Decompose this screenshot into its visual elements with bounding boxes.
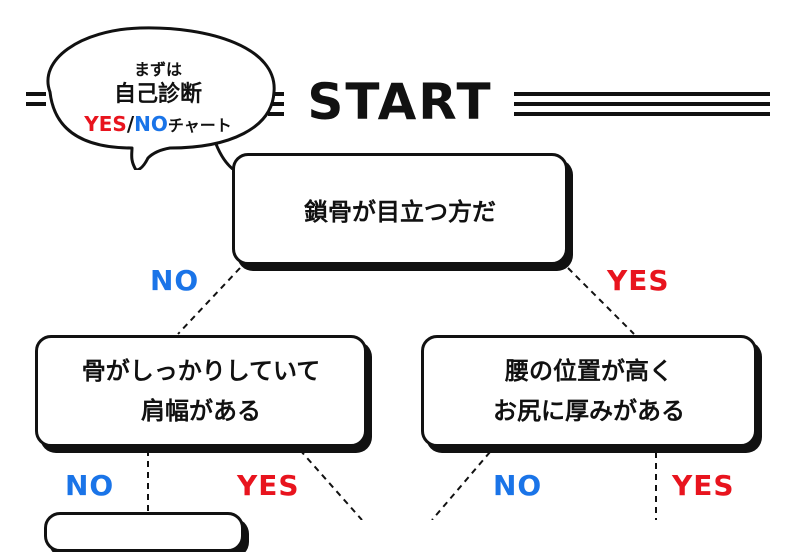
start-rule-right-3 [514,112,770,116]
badge-line-2: 自己診断 [113,82,202,107]
start-rule-right-1 [514,92,770,96]
start-rule-left-5 [26,102,46,106]
connector-q1-no [177,267,241,335]
question-3-line-1: 腰の位置が高く [505,357,673,385]
connector-q3-no [431,451,491,520]
start-rule-left-4 [26,92,46,96]
question-box-3: 腰の位置が高く お尻に厚みがある [421,335,757,447]
question-box-1: 鎖骨が目立つ方だ [232,153,568,265]
speech-bubble-shape [46,26,276,170]
branch-q3-yes: YES [672,469,735,502]
badge-slash: / [126,112,135,136]
branch-q1-no: NO [150,264,200,297]
connector-lines [147,267,657,520]
badge-no: NO [134,112,168,136]
start-heading: START [307,73,493,131]
badge-text: まずは 自己診断 YES/NOチャート [50,60,266,140]
badge-yes: YES [84,112,127,136]
connector-q1-yes [567,267,635,335]
question-box-partial [44,512,244,552]
question-1-text: 鎖骨が目立つ方だ [304,197,496,226]
branch-q2-no: NO [65,469,115,502]
start-rule-left-1 [268,92,284,96]
start-rule-right-2 [514,102,770,106]
branch-q2-yes: YES [237,469,300,502]
badge-chart: チャート [167,116,232,135]
branch-q3-no: NO [493,469,543,502]
start-rule-left-2 [268,102,284,106]
question-2-line-2: 肩幅がある [141,397,261,425]
badge-line-3: YES/NOチャート [50,110,266,140]
question-3-line-2: お尻に厚みがある [493,397,685,425]
question-box-2: 骨がしっかりしていて 肩幅がある [35,335,367,447]
connector-q2-yes [299,449,363,520]
branch-q1-yes: YES [607,264,670,297]
question-2-line-1: 骨がしっかりしていて [81,357,321,385]
speech-bubble-badge: まずは 自己診断 YES/NOチャート [20,20,290,170]
yes-no-chart: START まずは 自己診断 YES/NOチャート 鎖骨が目立つ方だ 骨がしっか… [20,20,770,552]
badge-line-1: まずは [133,60,182,79]
start-rule-left-3 [268,112,284,116]
